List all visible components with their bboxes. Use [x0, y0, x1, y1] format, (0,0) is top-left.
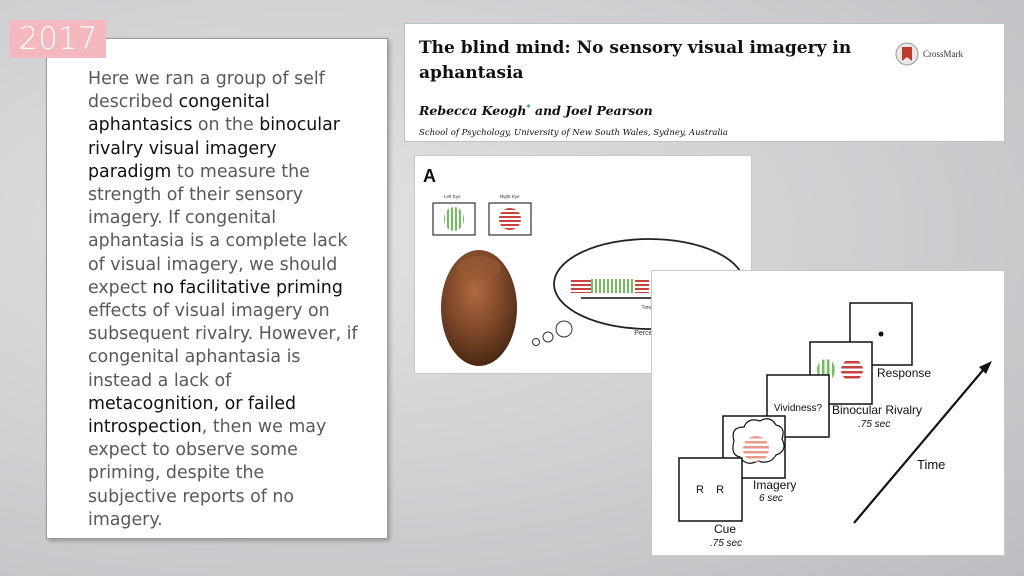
author-rest: and Joel Pearson — [530, 103, 653, 119]
thought-bubble-small — [532, 338, 540, 346]
right-eye-label: Right Eye — [500, 194, 520, 199]
body-segment: on the — [192, 115, 260, 136]
text-card: Here we ran a group of self described co… — [46, 38, 388, 539]
author-mark: * — [526, 102, 531, 112]
paper-authors: Rebecca Keogh* and Joel Pearson — [419, 102, 653, 118]
paper-header-image: The blind mind: No sensory visual imager… — [404, 23, 1005, 142]
panel-label-a: A — [423, 166, 436, 186]
year-badge: 2017 — [10, 20, 106, 58]
body-segment: effects of visual imagery on subsequent … — [88, 301, 358, 391]
imagery-label: Imagery — [753, 478, 796, 492]
thought-bubble-medium — [542, 331, 554, 343]
cue-letters: R R — [696, 484, 724, 496]
crossmark-badge: CrossMark — [895, 42, 963, 66]
body-segment: Here we ran a group of self described — [88, 69, 325, 113]
body-segment: to measure the strength of their sensory… — [88, 161, 348, 298]
rivalry-label: Binocular Rivalry — [832, 403, 922, 417]
time-axis-label: Time — [917, 457, 945, 472]
body-emphasis: binocular rivalry visual imagery paradig… — [88, 115, 340, 182]
body-emphasis: metacognition, or failed introspection — [88, 393, 297, 438]
left-eye-grating — [444, 207, 464, 231]
crossmark-icon — [895, 42, 919, 66]
paper-title: The blind mind: No sensory visual imager… — [419, 38, 852, 83]
body-segment: , then we may expect to observe some pri… — [88, 417, 327, 530]
imagery-duration: 6 sec — [759, 493, 783, 504]
cue-duration: .75 sec — [710, 538, 742, 549]
right-eye-grating — [499, 208, 521, 230]
author-name: Rebecca Keogh — [419, 103, 527, 119]
cue-label: Cue — [714, 522, 736, 536]
body-emphasis: no facilitative priming — [152, 277, 343, 298]
time-axis-arrow — [853, 368, 985, 524]
time-label-a: Time — [642, 305, 653, 311]
rivalry-duration: .75 sec — [858, 419, 890, 430]
body-paragraph: Here we ran a group of self described co… — [88, 68, 358, 532]
left-eye-label: Left Eye — [444, 194, 461, 199]
paper-affiliation: School of Psychology, University of New … — [419, 128, 728, 138]
vividness-label: Vividness? — [774, 403, 823, 414]
body-emphasis: congenital aphantasics — [88, 92, 270, 136]
head-illustration — [441, 250, 517, 366]
cue-frame — [678, 457, 743, 522]
response-label: Response — [877, 366, 931, 380]
thought-bubble-large — [555, 320, 573, 338]
crossmark-label: CrossMark — [923, 49, 963, 59]
figure-b: Response Vividness? Binocular Rivalry .7… — [651, 270, 1005, 556]
